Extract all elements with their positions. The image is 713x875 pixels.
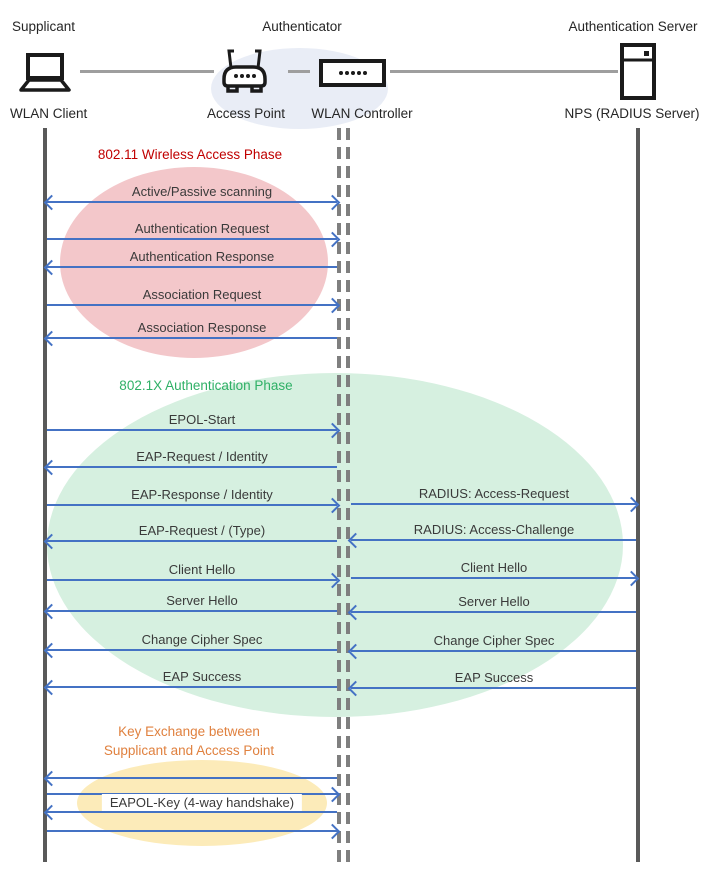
controller-lifeline-dash-1 [337, 128, 341, 868]
msg-label-radius-access-request: RADIUS: Access-Request [418, 486, 570, 501]
supplicant-lifeline [43, 128, 47, 862]
arrow-active-passive-scanning [47, 201, 337, 203]
phase1-ellipse [60, 167, 328, 358]
arrow-eap-request-type [47, 540, 337, 542]
controller-lifeline-dash-2 [346, 128, 350, 868]
arrow-server-hello-right [351, 611, 636, 613]
auth-server-role-label: Authentication Server [568, 19, 698, 34]
arrow-radius-access-request [351, 503, 636, 505]
msg-label-active-passive-scanning: Active/Passive scanning [131, 184, 273, 199]
msg-label-association-request: Association Request [142, 287, 262, 302]
arrow-server-hello-left [47, 610, 337, 612]
arrow-client-hello-left [47, 579, 337, 581]
wlan-controller-icon [319, 59, 386, 92]
arrow-radius-access-challenge [351, 539, 636, 541]
arrow-eap-request-identity [47, 466, 337, 468]
arrow-client-hello-right [351, 577, 636, 579]
connector-controller-server [390, 70, 618, 73]
arrow-eap-success-right [351, 687, 636, 689]
msg-label-client-hello-right: Client Hello [460, 560, 528, 575]
arrow-authentication-request [47, 238, 337, 240]
phase2-title: 802.1X Authentication Phase [119, 378, 293, 393]
arrow-change-cipher-spec-right [351, 650, 636, 652]
access-point-icon [216, 46, 273, 101]
access-point-label: Access Point [206, 106, 286, 121]
arrow-eap-success-left [47, 686, 337, 688]
msg-label-authentication-response: Authentication Response [129, 249, 275, 264]
msg-label-epol-start: EPOL-Start [168, 412, 236, 427]
authenticator-role-label: Authenticator [262, 19, 342, 34]
phase3-title: Key Exchange between Supplicant and Acce… [104, 722, 274, 760]
msg-label-eap-success-right: EAP Success [454, 670, 534, 685]
connector-ap-controller [288, 70, 310, 73]
msg-label-client-hello-left: Client Hello [168, 562, 236, 577]
arrow-eapol-key-1 [47, 777, 337, 779]
arrow-authentication-response [47, 266, 337, 268]
wlan-client-label: WLAN Client [10, 106, 88, 121]
phase3-title-line1: Key Exchange between [118, 724, 260, 739]
msg-label-eapol-key: EAPOL-Key (4-way handshake) [101, 794, 303, 811]
supplicant-role-label: Supplicant [12, 19, 76, 34]
msg-label-eap-request-identity: EAP-Request / Identity [136, 449, 268, 464]
wlan-controller-label: WLAN Controller [311, 106, 413, 121]
arrow-eap-response-identity [47, 504, 337, 506]
msg-label-radius-access-challenge: RADIUS: Access-Challenge [413, 522, 575, 537]
msg-label-server-hello-left: Server Hello [166, 593, 238, 608]
phase3-title-line2: Supplicant and Access Point [103, 743, 275, 758]
msg-label-change-cipher-spec-left: Change Cipher Spec [141, 632, 263, 647]
msg-label-server-hello-right: Server Hello [458, 594, 530, 609]
msg-label-change-cipher-spec-right: Change Cipher Spec [433, 633, 555, 648]
arrow-epol-start [47, 429, 337, 431]
msg-label-authentication-request: Authentication Request [134, 221, 270, 236]
msg-label-eap-success-left: EAP Success [162, 669, 242, 684]
arrow-association-request [47, 304, 337, 306]
arrow-eapol-key-4 [47, 830, 337, 832]
phase1-title: 802.11 Wireless Access Phase [97, 147, 283, 162]
server-icon [619, 43, 657, 105]
laptop-icon [12, 52, 78, 99]
server-lifeline [636, 128, 640, 862]
connector-client-ap [80, 70, 214, 73]
arrow-association-response [47, 337, 337, 339]
arrow-change-cipher-spec-left [47, 649, 337, 651]
arrow-eapol-key-3 [47, 811, 337, 813]
msg-label-association-response: Association Response [137, 320, 267, 335]
msg-label-eap-request-type: EAP-Request / (Type) [138, 523, 266, 538]
msg-label-eap-response-identity: EAP-Response / Identity [131, 487, 273, 502]
nps-radius-server-label: NPS (RADIUS Server) [564, 106, 700, 121]
